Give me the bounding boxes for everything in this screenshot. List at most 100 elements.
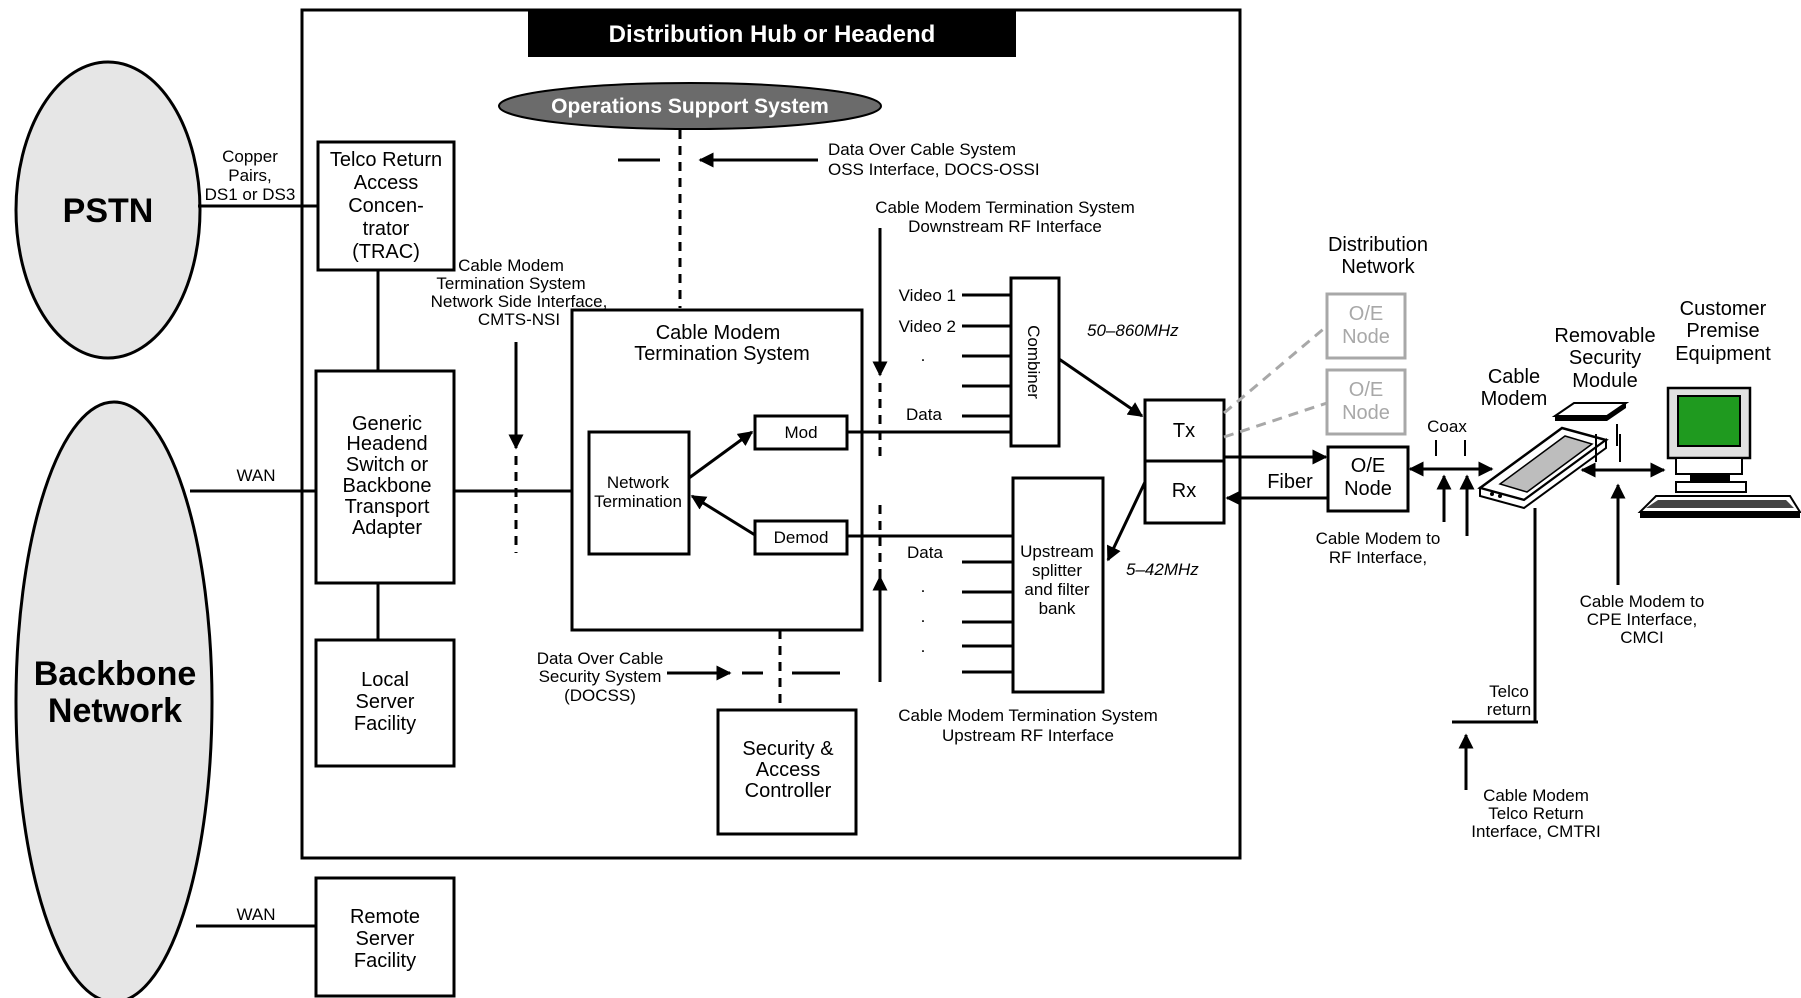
network-termination-box xyxy=(587,430,691,556)
removable-security-module xyxy=(1551,402,1630,421)
oss-label: Operations Support System xyxy=(551,95,829,118)
oe-ghost-2-line1: O/E xyxy=(1349,379,1383,401)
upstream-splitter-box xyxy=(1011,476,1105,694)
demod-to-nt-arrow xyxy=(690,494,756,537)
tx-label: Tx xyxy=(1173,420,1195,442)
trac-line3: Concen- xyxy=(348,195,424,217)
switch-line4: Backbone xyxy=(343,475,432,497)
cmts-box xyxy=(570,308,864,632)
mod-box xyxy=(753,414,849,451)
rsm-line1: Removable xyxy=(1554,325,1655,347)
trac-box xyxy=(316,140,456,272)
ghost-link-1 xyxy=(1223,324,1328,415)
rx-label: Rx xyxy=(1172,480,1196,502)
switch-line6: Adapter xyxy=(352,517,422,539)
oe-ghost-2-line2: Node xyxy=(1342,402,1390,424)
oss-oval xyxy=(498,82,882,130)
backbone-network-cloud xyxy=(14,400,214,998)
coax-label: Coax xyxy=(1427,417,1467,436)
us-dots-3: . xyxy=(921,637,926,656)
sac-line1: Security & xyxy=(742,738,834,760)
video1-label: Video 1 xyxy=(899,286,956,305)
cmts-ds-line1: Cable Modem Termination System xyxy=(875,198,1135,217)
docss-line2: Security System xyxy=(539,667,662,686)
remote-server-box xyxy=(314,876,456,998)
cmts-us-line1: Cable Modem Termination System xyxy=(898,706,1158,725)
cmts-nsi-line4: CMTS-NSI xyxy=(478,310,560,329)
backbone-label-line2: Network xyxy=(48,692,182,730)
fiber-label: Fiber xyxy=(1267,471,1313,493)
cable-modem-line2: Modem xyxy=(1481,388,1548,410)
cmci-line3: CMCI xyxy=(1620,628,1663,647)
docs-ossi-line2: OSS Interface, DOCS-OSSI xyxy=(828,160,1040,179)
cmrfi-line2: RF Interface, xyxy=(1329,548,1427,567)
combiner-to-tx-arrow xyxy=(1058,357,1144,418)
upstream-line3: and filter xyxy=(1024,580,1090,599)
cmci-line2: CPE Interface, xyxy=(1587,610,1698,629)
backbone-label-line1: Backbone xyxy=(34,655,197,693)
sac-line3: Controller xyxy=(745,780,832,802)
upstream-frequency: 5–42MHz xyxy=(1126,560,1199,579)
security-access-controller-box xyxy=(716,708,858,836)
copper-line3: DS1 or DS3 xyxy=(205,185,296,204)
upstream-line1: Upstream xyxy=(1020,542,1094,561)
rx-to-upstream-arrow xyxy=(1106,481,1147,562)
cmts-us-line2: Upstream RF Interface xyxy=(942,726,1114,745)
oe-ghost-1-line1: O/E xyxy=(1349,303,1383,325)
remote-server-line1: Remote xyxy=(350,906,420,928)
us-dots-2: . xyxy=(921,607,926,626)
oe-node-line1: O/E xyxy=(1351,455,1385,477)
us-dots-1: . xyxy=(921,577,926,596)
upstream-line4: bank xyxy=(1039,599,1076,618)
wan-label: WAN xyxy=(236,466,275,485)
combiner-box xyxy=(1009,276,1061,448)
cable-modem-line1: Cable xyxy=(1488,366,1540,388)
copper-line1: Copper xyxy=(222,147,278,166)
copper-line2: Pairs, xyxy=(228,166,271,185)
oe-node-line2: Node xyxy=(1344,478,1392,500)
telco-return-line2: return xyxy=(1487,700,1531,719)
remote-server-line2: Server xyxy=(356,928,415,950)
downstream-frequency: 50–860MHz xyxy=(1087,321,1179,340)
oe-node-ghost-1 xyxy=(1325,292,1407,360)
docss-line1: Data Over Cable xyxy=(537,649,664,668)
dist-network-line2: Network xyxy=(1341,256,1415,278)
cmts-nsi-line1: Cable Modem xyxy=(458,256,564,275)
hub-title-bar xyxy=(528,10,1016,57)
cable-modem-device xyxy=(1477,426,1609,510)
headend-switch-box xyxy=(314,369,456,585)
trac-line1: Telco Return xyxy=(330,149,442,171)
upstream-line2: splitter xyxy=(1032,561,1082,580)
cmci-line1: Cable Modem to xyxy=(1580,592,1705,611)
switch-line2: Headend xyxy=(346,433,427,455)
dist-network-line1: Distribution xyxy=(1328,234,1428,256)
cmrfi-line1: Cable Modem to xyxy=(1316,529,1441,548)
network-termination-line1: Network xyxy=(607,473,670,492)
local-server-line2: Server xyxy=(356,691,415,713)
oe-node-box xyxy=(1326,445,1410,513)
local-server-line3: Facility xyxy=(354,713,416,735)
trac-line5: (TRAC) xyxy=(352,241,420,263)
video2-label: Video 2 xyxy=(899,317,956,336)
trac-line2: Access xyxy=(354,172,418,194)
cpe-line3: Equipment xyxy=(1675,343,1771,365)
cmts-ds-line2: Downstream RF Interface xyxy=(908,217,1102,236)
switch-line3: Switch or xyxy=(346,454,429,476)
cmts-title-line2: Termination System xyxy=(634,343,810,365)
telco-return-line1: Telco xyxy=(1489,682,1529,701)
pstn-label: PSTN xyxy=(63,192,154,230)
oe-ghost-1-line2: Node xyxy=(1342,326,1390,348)
trac-line4: trator xyxy=(363,218,410,240)
hub-title: Distribution Hub or Headend xyxy=(609,21,936,48)
switch-line1: Generic xyxy=(352,413,422,435)
cpe-line1: Customer xyxy=(1680,298,1767,320)
docs-ossi-line1: Data Over Cable System xyxy=(828,140,1016,159)
pstn-cloud xyxy=(14,60,202,360)
wan-label-2: WAN xyxy=(236,905,275,924)
combiner-label: Combiner xyxy=(1024,325,1043,399)
sac-line2: Access xyxy=(756,759,820,781)
cmts-nsi-line3: Network Side Interface, xyxy=(431,292,608,311)
rsm-line2: Security xyxy=(1569,347,1641,369)
